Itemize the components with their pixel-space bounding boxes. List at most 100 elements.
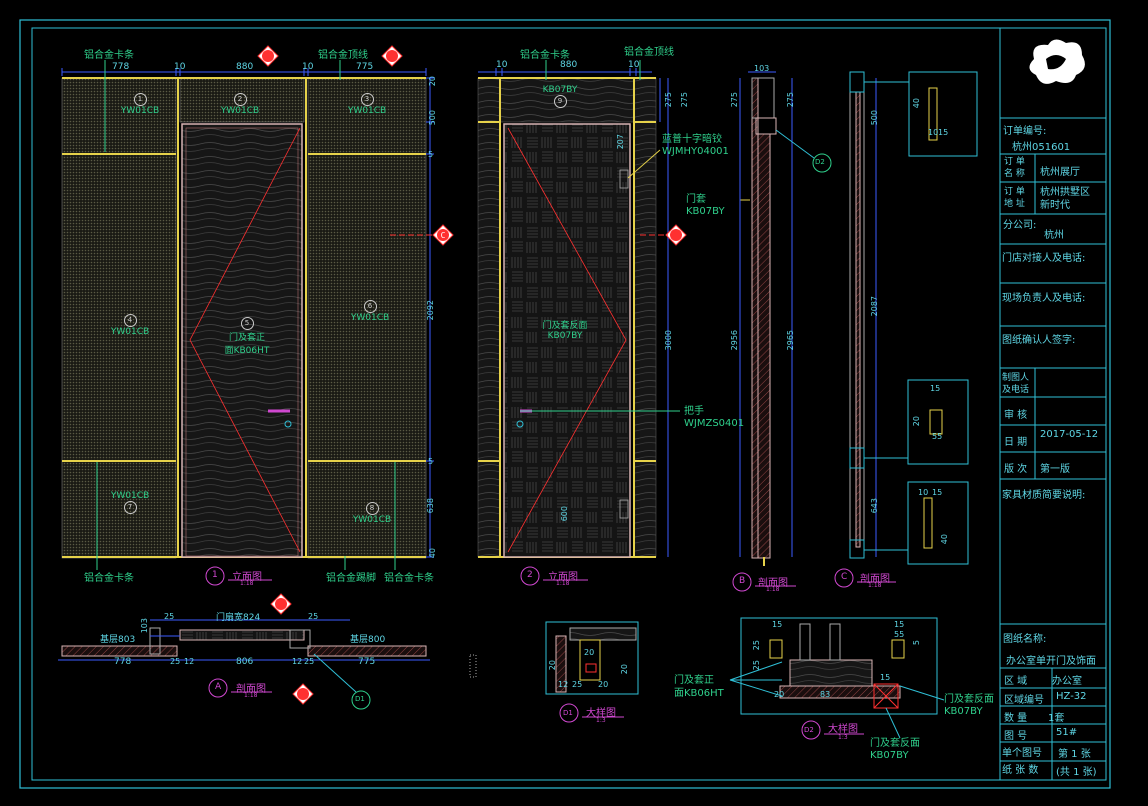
secc-detail-dim: 15 xyxy=(930,384,941,393)
secc-detail-dim: 10 xyxy=(928,128,939,137)
tb-order-addr: 杭州拱墅区 新时代 xyxy=(1040,187,1090,211)
inner-frame xyxy=(31,27,1107,781)
section-c xyxy=(834,71,978,588)
seca-left-label: 基层803 xyxy=(100,635,136,645)
tb-sheet-label: 单个图号 纸 张 数 xyxy=(1002,748,1042,776)
outer-frame xyxy=(19,19,1111,789)
tb-sheet: 第 1 张 xyxy=(1058,749,1091,760)
secb-dim: 275 xyxy=(730,92,739,108)
elev2-dim: 10 xyxy=(628,60,640,70)
secb-dim: 275 xyxy=(786,92,795,108)
tb-date: 2017-05-12 xyxy=(1040,429,1099,440)
tb-date-label: 日 期 xyxy=(1004,437,1028,448)
seca-bdim: 775 xyxy=(358,657,376,667)
panel-tag-4: 4 YW01CB xyxy=(110,314,150,337)
tb-confirm-label: 图纸确认人签字: xyxy=(1002,335,1076,346)
d2-bottom-label: 门及套反面 KB07BY xyxy=(870,738,920,761)
elevation-2 xyxy=(477,60,750,586)
elev1-dim: 778 xyxy=(112,62,130,72)
secb-title: 剖面图 xyxy=(758,578,788,589)
tb-drafter-label: 制图人 及电话 xyxy=(1002,373,1030,395)
d1-dim: 20 xyxy=(584,648,595,657)
elev1-dim: 775 xyxy=(356,62,374,72)
d1-dim: 20 xyxy=(548,660,557,671)
elev2-scale: 1:18 xyxy=(556,580,570,587)
secc-detail-dim: 10 xyxy=(918,488,929,497)
seca-bdim: 25 xyxy=(304,657,315,666)
elev1-rdim: 5 xyxy=(428,150,434,159)
seca-tdim: 25 xyxy=(164,612,175,621)
tb-site-label: 现场负责人及电话: xyxy=(1002,293,1086,304)
elev1-dim: 10 xyxy=(302,62,314,72)
detail-d1 xyxy=(545,621,639,723)
tb-order-no: 杭州051601 xyxy=(1012,142,1071,153)
d1-dim: 12 xyxy=(558,680,569,689)
elev1-rdim: 638 xyxy=(426,498,435,514)
seca-callout: D1 xyxy=(355,695,365,703)
panel-tag-2: 2 YW01CB xyxy=(220,93,260,116)
seca-scale: 1:18 xyxy=(244,692,258,699)
elev1-label-top: 铝合金顶线 xyxy=(318,50,368,61)
tb-version-label: 版 次 xyxy=(1004,464,1028,475)
tb-area-label: 区 域 xyxy=(1004,676,1028,687)
secb-callout: D2 xyxy=(815,158,825,166)
secb-top-dim: 103 xyxy=(754,64,770,73)
company-logo xyxy=(1029,39,1085,84)
handle-label: 把手 WJMZS0401 xyxy=(684,406,745,429)
elev1-title: 立面图 xyxy=(232,572,262,583)
seca-right-label: 基层800 xyxy=(350,635,386,645)
d2-title-num: D2 xyxy=(804,726,814,734)
elev1-rdim: 20 xyxy=(428,76,437,87)
d2-right-label: 门及套反面 KB07BY xyxy=(944,694,994,717)
tb-material-label: 家具材质简要说明: xyxy=(1002,490,1086,501)
elev1-bottom-label: 铝合金卡条 xyxy=(384,573,434,584)
elev1-rdim: 5 xyxy=(428,457,434,466)
tb-qty-label: 数 量 xyxy=(1004,713,1028,724)
elevation-1: C xyxy=(61,45,454,586)
elev1-rdim: 40 xyxy=(428,548,437,559)
panel-tag-8: 8 YW01CB xyxy=(352,502,392,525)
tb-drawing-no: 51# xyxy=(1056,727,1078,738)
tb-drawing-name: 办公室单开门及饰面 xyxy=(1006,656,1096,667)
seca-top-label: 门扇宽824 xyxy=(216,613,261,623)
elev1-title-num: 1 xyxy=(212,570,218,580)
section-a xyxy=(58,593,477,710)
seca-bdim: 806 xyxy=(236,657,254,667)
panel-tag-7: YW01CB 7 xyxy=(110,491,150,514)
d2-title: 大样图 xyxy=(828,724,858,735)
door-tag-1: 5 门及套正 面KB06HT xyxy=(224,317,270,356)
d1-dim: 20 xyxy=(620,664,629,675)
tb-area-no: HZ-32 xyxy=(1056,691,1087,702)
elev2-label-top: 铝合金顶线 xyxy=(624,47,674,58)
secc-title: 剖面图 xyxy=(860,574,890,585)
secc-detail-dim: 40 xyxy=(940,534,949,545)
tb-order-no-label: 订单编号: xyxy=(1003,126,1047,137)
secc-dim: 500 xyxy=(870,110,879,126)
d1-dim: 25 xyxy=(572,680,583,689)
seca-bdim: 12 xyxy=(184,657,195,666)
secc-detail-dim: 55 xyxy=(932,432,943,441)
tb-order-addr-label: 订 单 地 址 xyxy=(1004,187,1025,209)
secc-dim: 643 xyxy=(870,498,879,514)
elev1-dim: 10 xyxy=(174,62,186,72)
detail-d2 xyxy=(729,617,945,740)
title-block-lines xyxy=(999,28,1106,780)
elev1-rdim: 2092 xyxy=(426,300,435,321)
hinge-label: 蓝普十字暗铰 WJMHY04001 xyxy=(662,134,729,157)
tb-review-label: 审 核 xyxy=(1004,410,1028,421)
elev2-rdim: 3000 xyxy=(664,330,673,351)
seca-tdim: 25 xyxy=(308,612,319,621)
tb-branch-label: 分公司: xyxy=(1003,220,1037,231)
stop-label: 门套 KB07BY xyxy=(686,194,725,217)
seca-bdim: 778 xyxy=(114,657,132,667)
elev1-bottom-label: 铝合金踢脚 xyxy=(326,573,376,584)
d2-dim: 5 xyxy=(912,640,921,646)
tb-sheet-total: (共 1 张) xyxy=(1056,767,1097,778)
panel-tag-6: 6 YW01CB xyxy=(350,300,390,323)
elev1-scale: 1:18 xyxy=(240,580,254,587)
tb-contact-label: 门店对接人及电话: xyxy=(1002,253,1086,264)
secc-detail-dim: 40 xyxy=(912,98,921,109)
elev2-label-left: 铝合金卡条 xyxy=(520,50,570,61)
